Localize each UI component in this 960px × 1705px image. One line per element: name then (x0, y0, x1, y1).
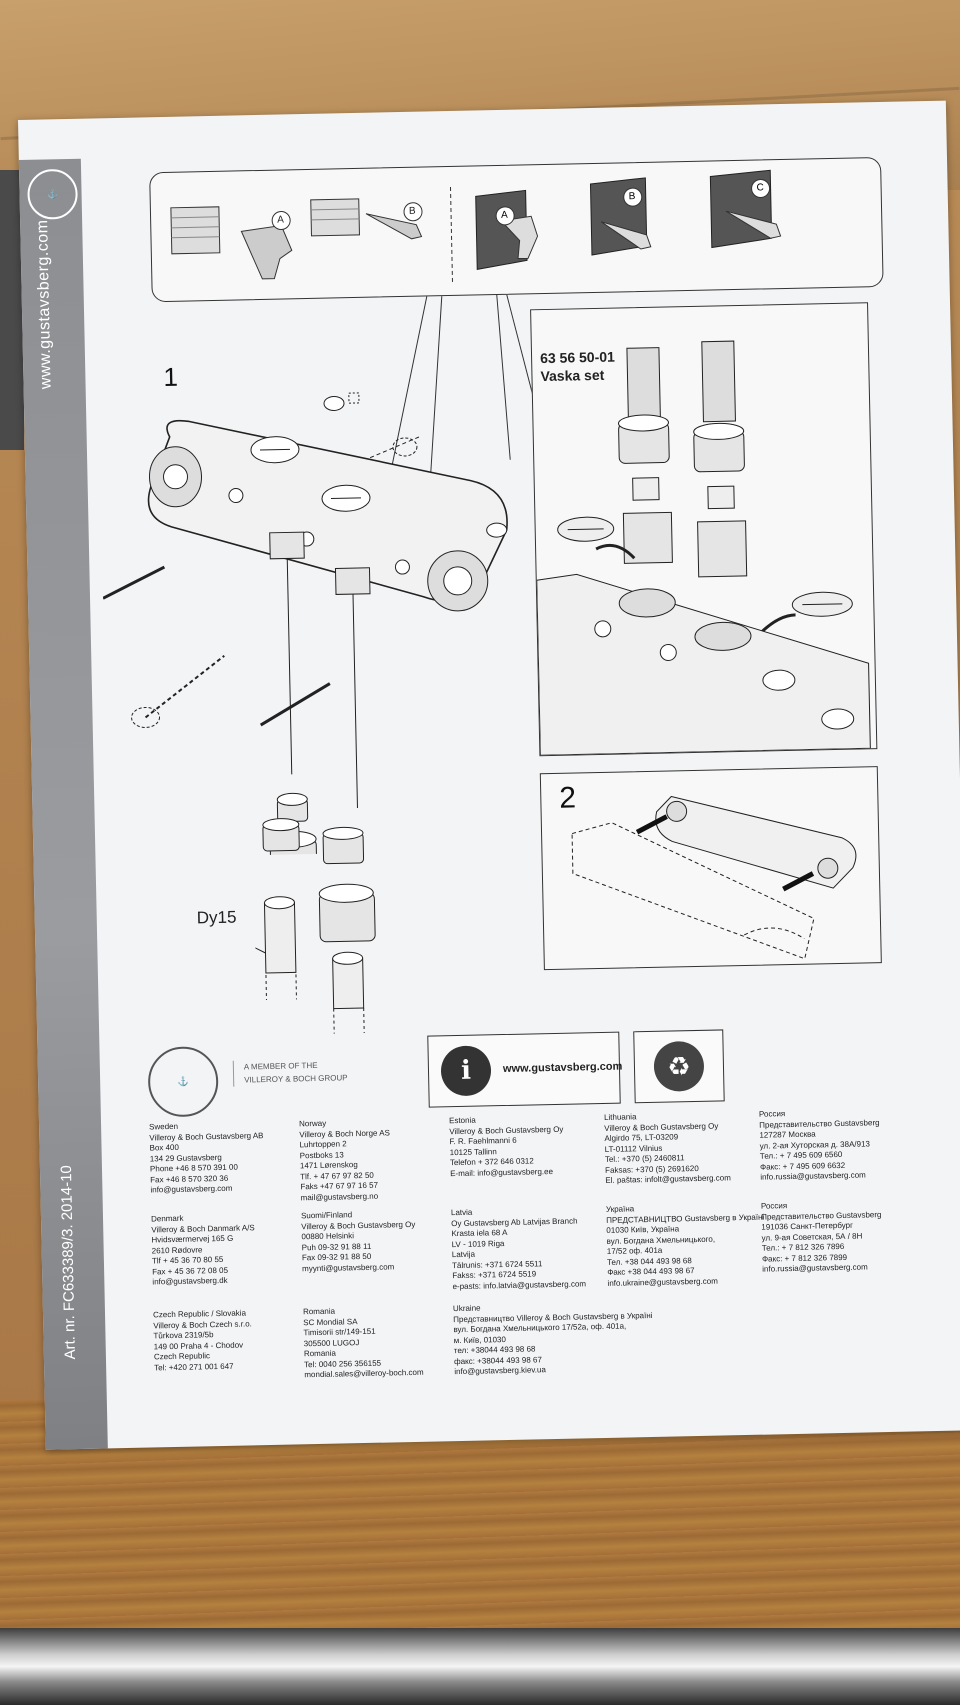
chrome-fixture-edge (0, 1628, 960, 1705)
pipe-label-dy15: Dy15 (196, 907, 237, 928)
drilling-instructions-panel: A B A B C (149, 156, 884, 303)
mixer-bracket-exploded-diagram (102, 294, 549, 859)
member-line-2: VILLEROY & BOCH GROUP (244, 1073, 348, 1085)
website-url[interactable]: www.gustavsberg.com (502, 1060, 623, 1076)
arrow-icon (782, 871, 815, 892)
website-box: i www.gustavsberg.com (427, 1031, 623, 1108)
vaska-set-exploded-diagram (536, 340, 871, 756)
callout-a: A (277, 214, 284, 226)
sealant-gun-icon (600, 221, 652, 250)
callout-b-tiled: B (628, 191, 636, 203)
arrow-icon (635, 814, 668, 835)
pipe-fittings-lower (252, 818, 376, 1034)
instruction-sheet: ⚓ www.gustavsberg.com Art. nr. FC633389/… (18, 100, 960, 1450)
mount-mixer-diagram (571, 795, 857, 960)
recycle-box: ♻ (633, 1029, 725, 1104)
gustavsberg-anchor-logo-icon: ⚓ (27, 168, 79, 220)
article-number: Art. nr. FC633389/3. 2014-10 (57, 1164, 79, 1360)
callout-b: B (408, 205, 416, 217)
member-of-group-text: A MEMBER OF THE VILLEROY & BOCH GROUP (232, 1058, 348, 1087)
recycle-icon: ♻ (653, 1040, 705, 1092)
drill-icon (500, 215, 539, 260)
drilling-illustrations (170, 169, 782, 282)
tool-icon (725, 210, 782, 239)
gustavsberg-logo-icon: ⚓ (147, 1046, 219, 1118)
sealant-gun-icon (365, 213, 423, 240)
drill-icon (240, 224, 293, 280)
info-icon: i (440, 1045, 492, 1097)
callout-a-tiled: A (500, 209, 508, 221)
vertical-website: www.gustavsberg.com (34, 219, 55, 390)
side-strip: ⚓ www.gustavsberg.com Art. nr. FC633389/… (18, 158, 108, 1450)
step-2-box: 2 (539, 766, 882, 971)
callout-c-tiled: C (756, 182, 764, 194)
vaska-set-detail-box: 63 56 50-01 Vaska set (530, 302, 878, 757)
member-line-1: A MEMBER OF THE (243, 1060, 318, 1072)
